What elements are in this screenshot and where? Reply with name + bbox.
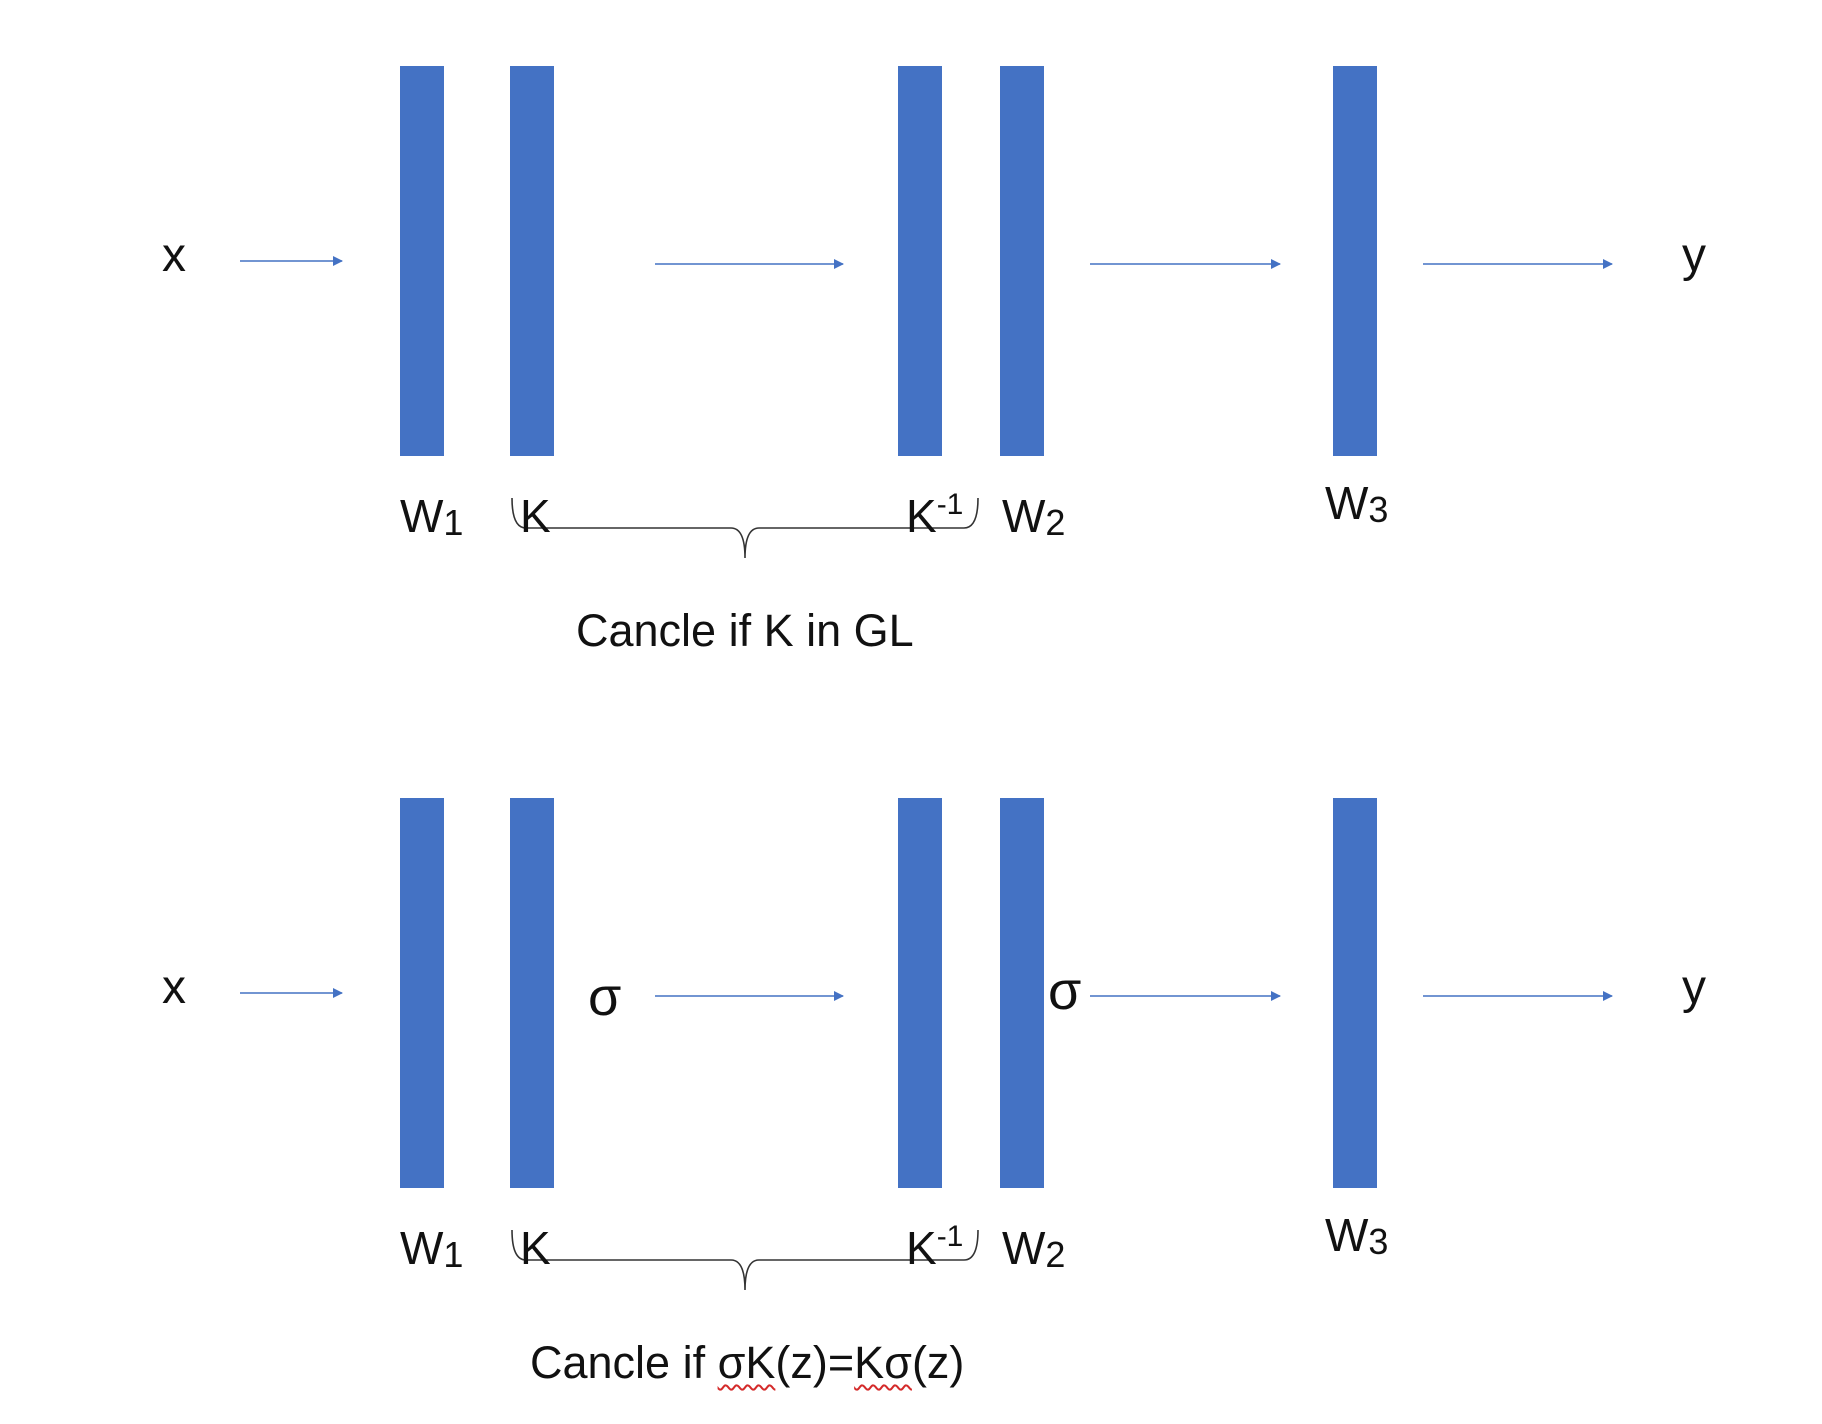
panel-1-layer-label-w2: W2 (1002, 490, 1066, 543)
panel-2-layer-label-w1: W1 (400, 1222, 464, 1275)
panel-1-layer-bar-w3 (1333, 66, 1377, 456)
panel-1-layer-label-w1: W1 (400, 490, 464, 543)
panel-2-layer-bar-w3 (1333, 798, 1377, 1188)
panel-1-cancel-brace (511, 497, 979, 559)
panel-2-input-label: x (162, 961, 186, 1014)
panel-2-activation-2: σ (1048, 961, 1082, 1021)
panel-1-layer-label-k: K (520, 490, 551, 542)
panel-2-layer-bar-k-inverse (898, 798, 942, 1188)
panel-2-layer-label-k: K (520, 1222, 551, 1274)
panel-1-layer-bar-k (510, 66, 554, 456)
panel-2-layer-label-k-inverse: K-1 (906, 1220, 964, 1274)
panel-1-layer-label-k-inverse: K-1 (906, 488, 964, 542)
panel-1-layer-label-w3: W3 (1325, 477, 1389, 530)
panel-2-caption: Cancle if σK(z)=Kσ(z) (530, 1337, 965, 1388)
panel-2-layer-label-w2: W2 (1002, 1222, 1066, 1275)
panel-1-input-label: x (162, 229, 186, 282)
panel-2-cancel-brace (511, 1229, 979, 1291)
panel-1-layer-bar-w2 (1000, 66, 1044, 456)
panel-2-layer-bar-w2 (1000, 798, 1044, 1188)
panel-2-layer-bar-k (510, 798, 554, 1188)
panel-1-layer-bar-w1 (400, 66, 444, 456)
panel-2-activation-1: σ (588, 967, 622, 1027)
panel-2-output-label: y (1682, 961, 1706, 1014)
panel-1-caption: Cancle if K in GL (576, 605, 914, 656)
panel-2-layer-label-w3: W3 (1325, 1209, 1389, 1262)
panel-1-layer-bar-k-inverse (898, 66, 942, 456)
panel-2-layer-bar-w1 (400, 798, 444, 1188)
panel-1-output-label: y (1682, 229, 1706, 282)
